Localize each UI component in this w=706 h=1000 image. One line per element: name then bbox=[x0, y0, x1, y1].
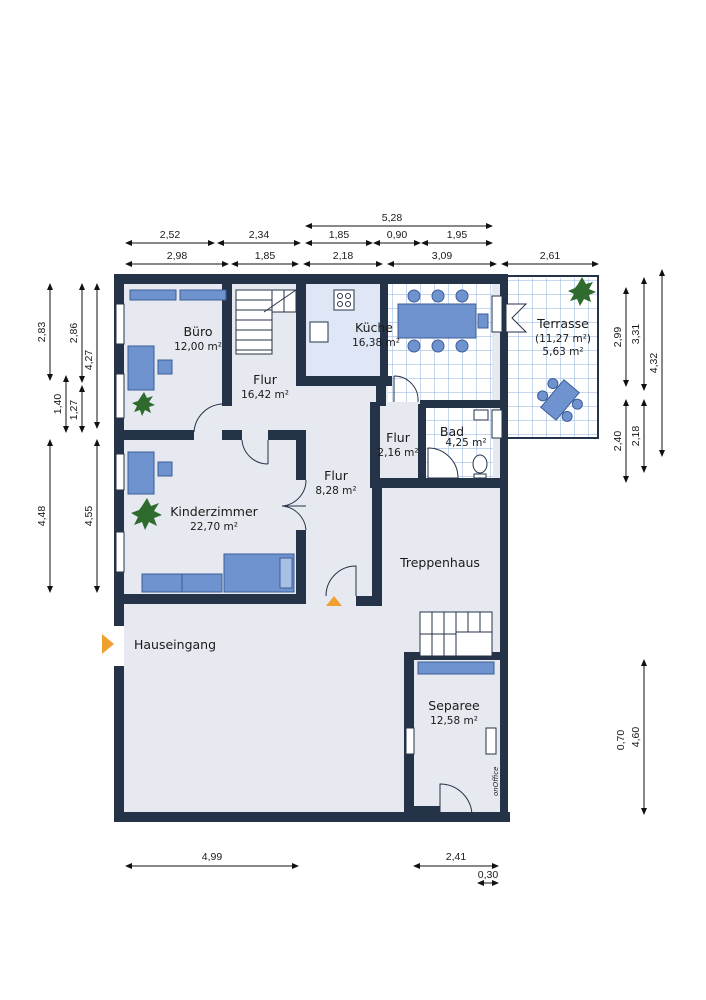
dim-top-row3-1: 1,85 bbox=[255, 250, 276, 262]
dimensions-top: 5,28 2,52 2,34 1,85 0,90 1,95 2,98 1,85 … bbox=[125, 212, 599, 267]
room-area-flur-small: 2,16 m² bbox=[377, 447, 418, 459]
watermark: onOffice bbox=[492, 767, 500, 796]
dim-right-0: 2,99 bbox=[612, 327, 624, 348]
dim-left-3: 1,40 bbox=[52, 394, 64, 415]
room-area-flur-mid: 8,28 m² bbox=[315, 485, 356, 497]
dim-left-2: 4,27 bbox=[83, 350, 95, 371]
room-area-terrasse: 5,63 m² bbox=[542, 346, 583, 358]
room-area-bad: 4,25 m² bbox=[445, 437, 486, 449]
dim-top-row3-2: 2,18 bbox=[333, 250, 354, 262]
dim-right-4: 2,18 bbox=[630, 426, 642, 447]
room-name-terrasse: Terrasse bbox=[536, 316, 589, 331]
dim-top-row3-3: 3,09 bbox=[432, 250, 453, 262]
room-area-separee: 12,58 m² bbox=[430, 715, 478, 727]
dim-top-row2-2: 1,85 bbox=[329, 229, 350, 241]
dim-left-1: 2,86 bbox=[68, 323, 80, 344]
dim-left-4: 1,27 bbox=[68, 400, 80, 421]
doors bbox=[193, 375, 473, 817]
dimensions-left: 2,83 2,86 4,27 1,40 1,27 4,48 4,55 bbox=[36, 283, 100, 593]
stairs-upper bbox=[235, 289, 297, 355]
dim-bottom-1: 2,41 bbox=[446, 851, 467, 863]
dim-right-5: 0,70 bbox=[615, 730, 627, 751]
dim-top-row2-1: 2,34 bbox=[249, 229, 270, 241]
dim-top-row2-0: 2,52 bbox=[160, 229, 181, 241]
room-name-kinderzimmer: Kinderzimmer bbox=[170, 504, 258, 519]
furniture bbox=[127, 289, 583, 675]
dim-left-6: 4,55 bbox=[83, 506, 95, 527]
dim-right-3: 2,40 bbox=[612, 431, 624, 452]
room-name-flur-upper: Flur bbox=[253, 372, 278, 387]
dimensions-right: 2,99 3,31 4,32 2,40 2,18 0,70 4,60 bbox=[612, 269, 665, 815]
dim-top-row2-3: 0,90 bbox=[387, 229, 408, 241]
room-name-flur-small: Flur bbox=[386, 430, 411, 445]
dim-left-5: 4,48 bbox=[36, 506, 48, 527]
entrance-marker-icon bbox=[102, 596, 342, 654]
stairs-treppenhaus bbox=[419, 611, 493, 657]
dim-bottom-2: 0,30 bbox=[478, 869, 499, 881]
room-area-flur-upper: 16,42 m² bbox=[241, 389, 289, 401]
room-name-hauseingang: Hauseingang bbox=[134, 637, 216, 652]
dim-right-1: 3,31 bbox=[630, 324, 642, 345]
dim-right-6: 4,60 bbox=[630, 727, 642, 748]
floors bbox=[118, 278, 597, 816]
room-area-kinderzimmer: 22,70 m² bbox=[190, 521, 238, 533]
room-name-separee: Separee bbox=[428, 698, 480, 713]
room-labels: Büro 12,00 m² Flur 16,42 m² Küche 16,38 … bbox=[134, 316, 591, 796]
room-name-treppenhaus: Treppenhaus bbox=[399, 555, 480, 570]
windows bbox=[115, 295, 503, 755]
room-name-bad: Bad bbox=[440, 424, 464, 439]
room-name-flur-mid: Flur bbox=[324, 468, 349, 483]
dim-top-row3-4: 2,61 bbox=[540, 250, 561, 262]
room-area-buero: 12,00 m² bbox=[174, 341, 222, 353]
room-name-kueche: Küche bbox=[355, 320, 393, 335]
dim-bottom-0: 4,99 bbox=[202, 851, 223, 863]
plant-icon bbox=[131, 277, 596, 530]
dimensions-bottom: 4,99 2,41 0,30 bbox=[125, 851, 499, 886]
dim-top-row2-4: 1,95 bbox=[447, 229, 468, 241]
dim-right-2: 4,32 bbox=[648, 353, 660, 374]
room-area-terrasse-total: (11,27 m²) bbox=[535, 333, 591, 345]
dim-left-0: 2,83 bbox=[36, 322, 48, 343]
dim-top-row3-0: 2,98 bbox=[167, 250, 188, 262]
dim-top-row1-0: 5,28 bbox=[382, 212, 403, 224]
room-name-buero: Büro bbox=[183, 324, 212, 339]
room-area-kueche: 16,38 m² bbox=[352, 337, 400, 349]
